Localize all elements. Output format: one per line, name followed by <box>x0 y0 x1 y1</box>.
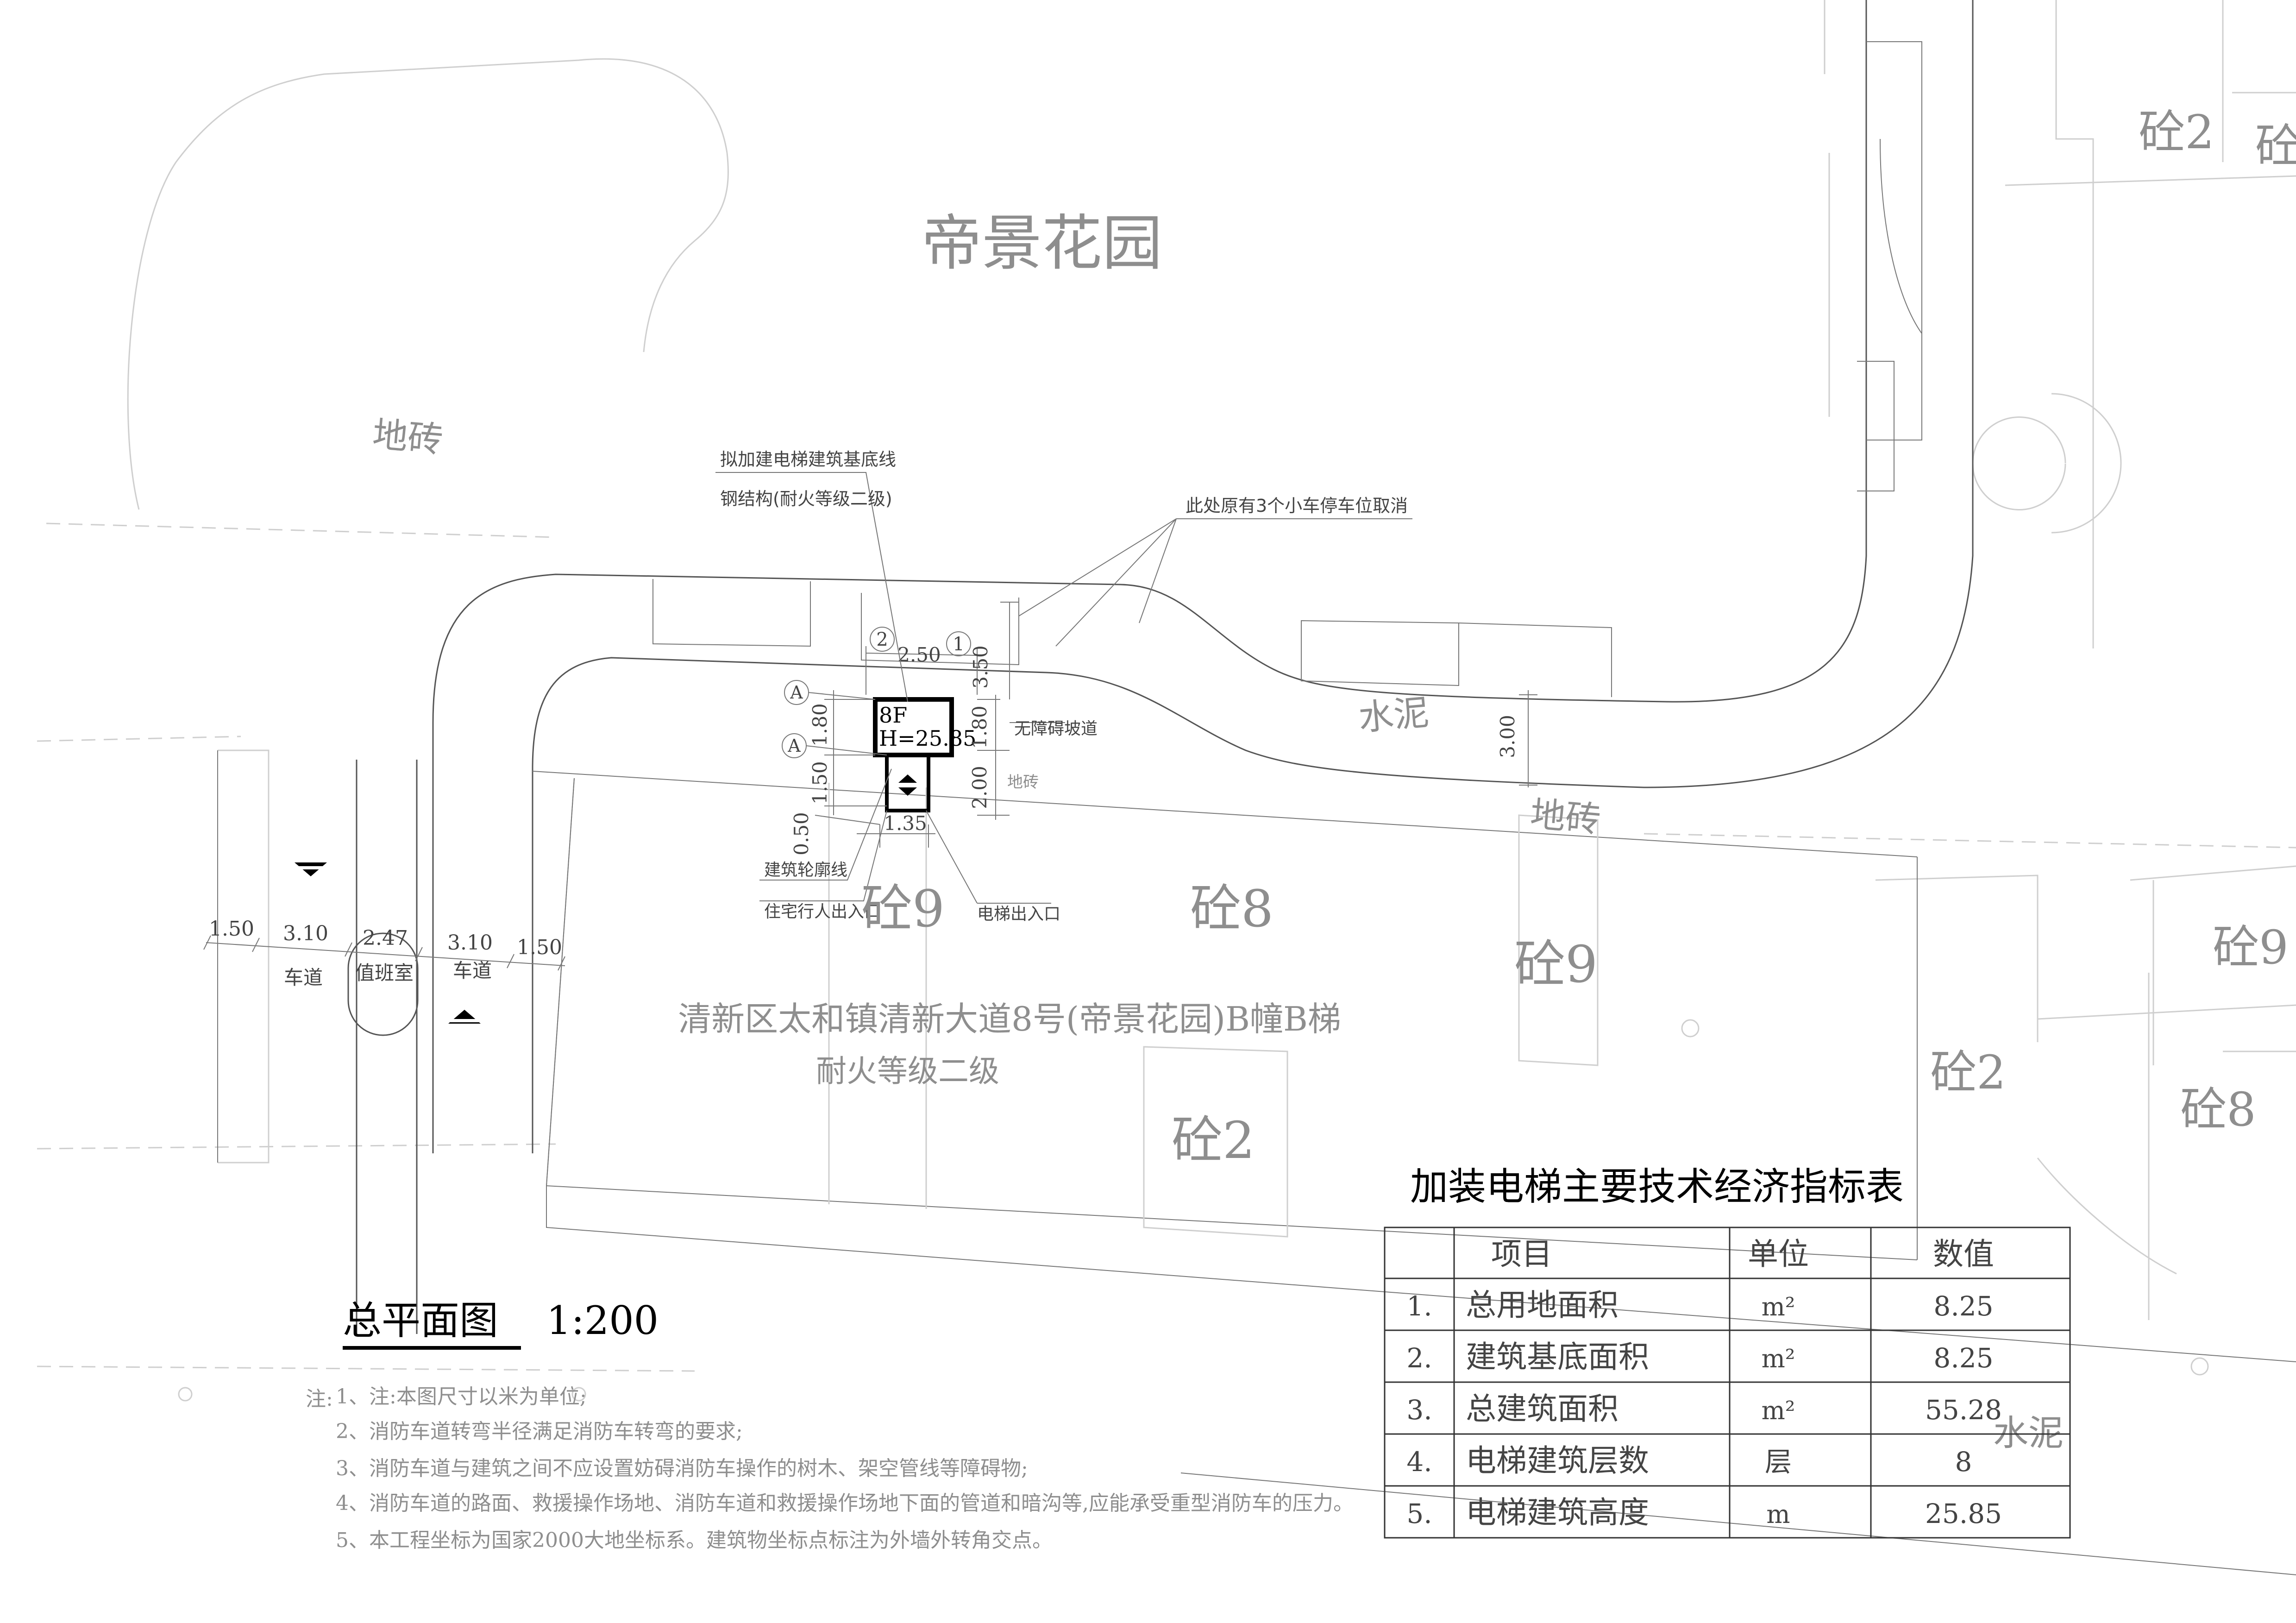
axis-label-1: 1 <box>953 634 964 655</box>
surface-cement-2: 水泥 <box>1993 1412 2064 1453</box>
table-row-item: 总建筑面积 <box>1466 1391 1618 1427</box>
table-row-unit: m² <box>1762 1396 1795 1425</box>
lane-right-label: 车道 <box>453 959 492 982</box>
table-header-item: 项目 <box>1491 1236 1552 1272</box>
table-row-unit: m² <box>1762 1344 1795 1373</box>
table-row-unit: m <box>1766 1500 1790 1529</box>
axis-label-2: 2 <box>876 629 888 650</box>
table-row-item: 总用地面积 <box>1466 1287 1618 1323</box>
road-width-5: 1.50 <box>517 936 562 959</box>
building-label-b2: 砼8 <box>1190 879 1273 938</box>
table-title: 加装电梯主要技术经济指标表 <box>1410 1165 1904 1209</box>
index-table: 加装电梯主要技术经济指标表 项目 单位 数值 1. 总用地面积 m² 8.25 … <box>1384 1165 2071 1539</box>
dim-1-50: 1.50 <box>809 761 831 805</box>
building-label-b6: 砼2 <box>1930 1045 2006 1100</box>
parking-stalls <box>218 361 2296 1320</box>
table-row-item: 电梯建筑高度 <box>1466 1495 1649 1530</box>
notes-prefix: 注: <box>306 1387 333 1411</box>
surface-tile-1: 地砖 <box>371 414 445 461</box>
building-label-b5: 砼2 <box>2139 105 2214 159</box>
note-3: 3、消防车道与建筑之间不应设置妨碍消防车操作的树木、架空管线等障碍物; <box>336 1457 1028 1480</box>
table-row-item: 电梯建筑层数 <box>1466 1443 1649 1478</box>
dim-1-80-left: 1.80 <box>809 703 831 747</box>
dim-2-00: 2.00 <box>968 766 991 809</box>
road-width-4: 3.10 <box>447 931 493 955</box>
table-row-unit: m² <box>1762 1292 1795 1321</box>
callout-ramp: 无障碍坡道 <box>1014 719 1098 738</box>
callout-parking-removed: 此处原有3个小车停车位取消 <box>1186 496 1408 516</box>
callout-building-outline: 建筑轮廓线 <box>764 861 847 880</box>
elevator-floors: 8F <box>879 703 907 728</box>
elevator-footprint <box>873 697 954 757</box>
axis-label-a-upper: A <box>790 682 803 703</box>
building-label-b1: 砼9 <box>861 879 945 938</box>
axis-label-a-lower: A <box>787 736 801 756</box>
building-label-b4: 砼2 <box>1172 1111 1255 1170</box>
axis-bubble-1 <box>946 631 971 656</box>
note-4: 4、消防车道的路面、救援操作场地、消防车道和救援操作场地下面的管道和暗沟等,应能… <box>336 1491 1354 1515</box>
callout-elevator-exit: 电梯出入口 <box>977 905 1060 924</box>
dim-1-35: 1.35 <box>884 812 927 835</box>
table-row-value: 8 <box>1955 1446 1972 1478</box>
callout-tile-small: 地砖 <box>1007 773 1039 792</box>
table-row-value: 8.25 <box>1933 1342 1993 1374</box>
dim-3-00: 3.00 <box>1496 715 1519 758</box>
background-context <box>37 0 2296 1402</box>
table-header-value: 数值 <box>1933 1236 1994 1272</box>
table-header-unit: 单位 <box>1748 1236 1809 1272</box>
building-label-b9: 砼 <box>2255 119 2296 173</box>
address-title: 清新区太和镇清新大道8号(帝景花园)B幢B梯 <box>678 1000 1341 1038</box>
table-row-no: 3. <box>1406 1394 1432 1426</box>
table-row-no: 2. <box>1406 1342 1432 1374</box>
dim-3-50: 3.50 <box>969 645 992 689</box>
fire-lane-road <box>432 0 2296 1575</box>
community-name: 帝景花园 <box>922 208 1162 278</box>
arrow-down-bar <box>296 866 325 869</box>
notes-block: 注: 1、注:本图尺寸以米为单位; 2、消防车道转弯半径满足消防车转弯的要求; … <box>306 1385 1354 1552</box>
table-row-no: 4. <box>1406 1446 1432 1478</box>
drawing-scale: 1:200 <box>546 1298 659 1343</box>
surface-tile-2: 地砖 <box>1529 793 1602 841</box>
note-5: 5、本工程坐标为国家2000大地坐标系。建筑物坐标点标注为外墙外转角交点。 <box>336 1529 1053 1552</box>
table-row-value: 8.25 <box>1933 1290 1993 1322</box>
table-row-unit: 层 <box>1765 1446 1792 1478</box>
building-label-b8: 砼8 <box>2180 1082 2256 1137</box>
dim-0-50: 0.50 <box>790 812 813 856</box>
road-width-3: 2.47 <box>363 926 408 950</box>
arrow-up-bar <box>450 1019 479 1022</box>
dim-1-80-right: 1.80 <box>968 705 991 749</box>
elevator-area: 8F H=25.85 2.50 3.50 1.80 1.80 1.50 2.00… <box>715 449 1537 924</box>
axis-bubble-2 <box>870 627 895 652</box>
lane-left-label: 车道 <box>284 966 323 989</box>
road-width-1: 1.50 <box>209 917 254 941</box>
callout-baseline-line1: 拟加建电梯建筑基底线 <box>720 449 896 470</box>
table-row-value: 55.28 <box>1925 1394 2002 1426</box>
note-1: 1、注:本图尺寸以米为单位; <box>336 1385 587 1409</box>
building-label-b3: 砼9 <box>1514 935 1598 994</box>
callout-baseline-line2: 钢结构(耐火等级二级) <box>720 489 892 509</box>
guard-room-label: 值班室 <box>355 962 414 984</box>
elevator-entrance-box <box>885 753 930 812</box>
table-row-value: 25.85 <box>1925 1498 2002 1529</box>
fire-rating: 耐火等级二级 <box>816 1053 999 1089</box>
table-row-no: 5. <box>1406 1498 1432 1529</box>
entrance-arrow-up-icon <box>898 774 917 783</box>
road-section: 1.50 3.10 2.47 3.10 1.50 车道 值班室 车道 <box>203 750 565 1334</box>
table-row-item: 建筑基底面积 <box>1466 1339 1649 1375</box>
callout-resident-entrance: 住宅行人出入口 <box>764 902 881 921</box>
road-width-2: 3.10 <box>283 922 328 945</box>
table-row-no: 1. <box>1406 1290 1432 1322</box>
building-label-b7: 砼9 <box>2213 920 2289 975</box>
drawing-title: 总平面图 <box>343 1298 498 1343</box>
elevator-height: H=25.85 <box>879 726 976 751</box>
surface-cement-1: 水泥 <box>1357 692 1430 739</box>
note-2: 2、消防车道转弯半径满足消防车转弯的要求; <box>336 1420 743 1443</box>
area-labels: 帝景花园 地砖 水泥 地砖 水泥 砼9 砼8 砼9 砼2 砼2 砼2 砼9 砼8… <box>371 105 2296 1453</box>
drawing-title-block: 总平面图 1:200 <box>343 1298 659 1350</box>
dim-2-50: 2.50 <box>897 643 941 666</box>
entrance-arrow-down-icon <box>898 787 917 796</box>
